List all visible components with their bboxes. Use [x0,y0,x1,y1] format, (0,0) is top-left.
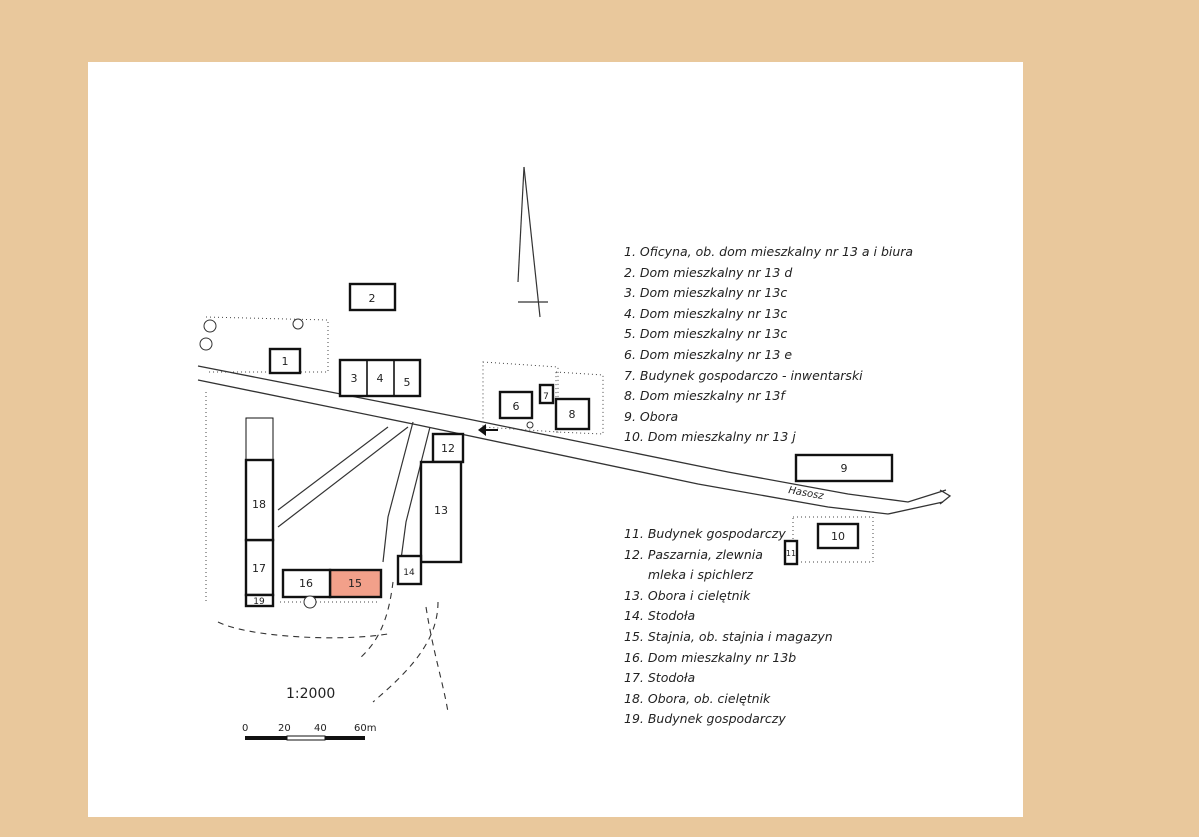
legend-item: 14. Stodoła [624,608,696,624]
legend-bottom: 11. Budynek gospodarczy 12. Paszarnia, z… [624,524,984,730]
legend-item: mleka i spichlerz [624,567,754,583]
dashed-paths [217,581,449,713]
building-14 [396,554,423,586]
label-10: 10 [831,530,845,543]
label-17: 17 [252,562,266,575]
legend-item: 18. Obora, ob. cielętnik [624,690,771,706]
building-17 [244,538,275,597]
label-3: 3 [351,372,358,385]
tree-icons [199,318,534,609]
site-plan: Hasosz [197,166,952,741]
scale-ratio: 1:2000 [286,686,336,702]
legend-item: 12. Paszarnia, zlewnia [624,546,763,562]
label-19: 19 [253,597,265,607]
legend-top: 1. Oficyna, ob. dom mieszkalny nr 13 a i… [624,242,984,448]
building-3-4-5 [338,358,422,398]
label-2: 2 [369,292,376,305]
legend-item: 15. Stajnia, ob. stajnia i magazyn [624,628,833,644]
label-8: 8 [569,408,576,421]
legend-item: 8. Dom mieszkalny nr 13f [624,388,785,404]
legend-item: 4. Dom mieszkalny nr 13c [624,305,788,321]
legend-item: 1. Oficyna, ob. dom mieszkalny nr 13 a i… [624,244,914,259]
scale-tick-40: 40 [314,723,327,734]
building-15 [328,568,383,599]
building-6 [498,390,534,420]
label-5: 5 [404,376,411,389]
building-7 [538,383,555,405]
legend-item: 3. Dom mieszkalny nr 13c [624,285,788,301]
building-13 [419,460,463,564]
legend-item: 10. Dom mieszkalny nr 13 j [624,429,796,445]
label-16: 16 [299,577,313,590]
scale-tick-20: 20 [278,723,291,734]
scale-tick-0: 0 [242,723,248,734]
legend-item: 9. Obora [624,408,679,424]
label-9: 9 [841,462,848,475]
north-arrow [517,166,548,318]
legend-item: 11. Budynek gospodarczy [624,526,786,541]
building-16 [281,568,332,599]
label-11: 11 [786,549,796,558]
building-9 [794,453,894,483]
label-7: 7 [543,392,549,402]
building-2 [348,282,397,312]
road-label: Hasosz [787,485,825,502]
label-6: 6 [513,400,520,413]
entrance-arrow [478,424,498,436]
label-12: 12 [441,442,455,455]
legend-item: 16. Dom mieszkalny nr 13b [624,649,797,665]
side-path [277,421,431,568]
legend-item: 2. Dom mieszkalny nr 13 d [624,264,793,280]
building-11 [783,539,799,566]
legend-item: 19. Budynek gospodarczy [624,711,786,727]
building-1 [268,347,302,375]
building-19 [244,593,275,608]
map-sheet: Hasosz [88,62,1023,817]
label-13: 13 [434,504,448,517]
label-14: 14 [403,568,415,578]
label-15: 15 [348,577,362,590]
legend-item: 7. Budynek gospodarczo - inwentarski [624,367,863,383]
scale-tick-60: 60m [354,723,376,734]
label-4: 4 [377,372,384,385]
road [197,365,952,515]
legend-item: 13. Obora i cielętnik [624,587,751,603]
legend-item: 17. Stodoła [624,670,696,686]
legend-item: 6. Dom mieszkalny nr 13 e [624,346,793,362]
building-8 [554,397,591,431]
label-18: 18 [252,498,266,511]
scale-bar: 0 20 40 60m [242,723,376,741]
legend-item: 5. Dom mieszkalny nr 13c [624,326,788,342]
label-1: 1 [282,355,289,368]
building-10 [816,522,860,550]
